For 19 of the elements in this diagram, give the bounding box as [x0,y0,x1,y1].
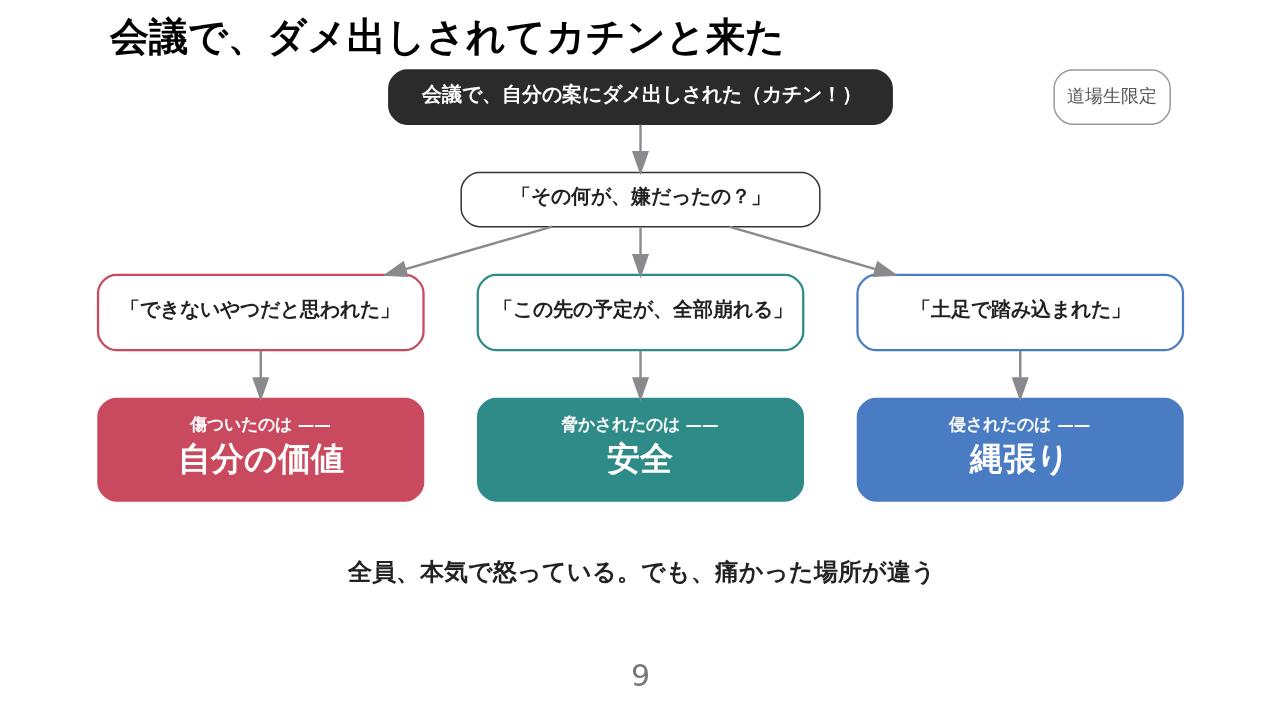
node-box: 侵されたのは —— 縄張り [856,397,1184,502]
node-box: 「この先の予定が、全部崩れる」 [476,273,804,352]
arrow [382,225,552,278]
arrow [1011,350,1029,402]
label: 全員、本気で怒っている。でも、痛かった場所が違う [347,558,936,587]
diagram-title: 会議で、ダメ出しされてカチンと来た [109,14,785,60]
arrow [728,225,898,278]
node-box: 傷ついたのは —— 自分の価値 [96,397,424,502]
node-box: 「できないやつだと思われた」 [96,273,425,352]
arrow [631,124,649,176]
label: 9 [630,658,650,694]
node-box: 「土足で踏み込まれた」 [855,273,1184,352]
arrow [631,227,649,279]
arrow [251,350,269,402]
node-box: 「その何が、嫌だったの？」 [459,171,821,228]
label: 道場生限定 [1066,84,1157,106]
node-box: 脅かされたのは —— 安全 [476,397,804,502]
node-box: 会議で、自分の案にダメ出しされた（カチン！） [387,69,893,125]
arrow [631,350,649,402]
